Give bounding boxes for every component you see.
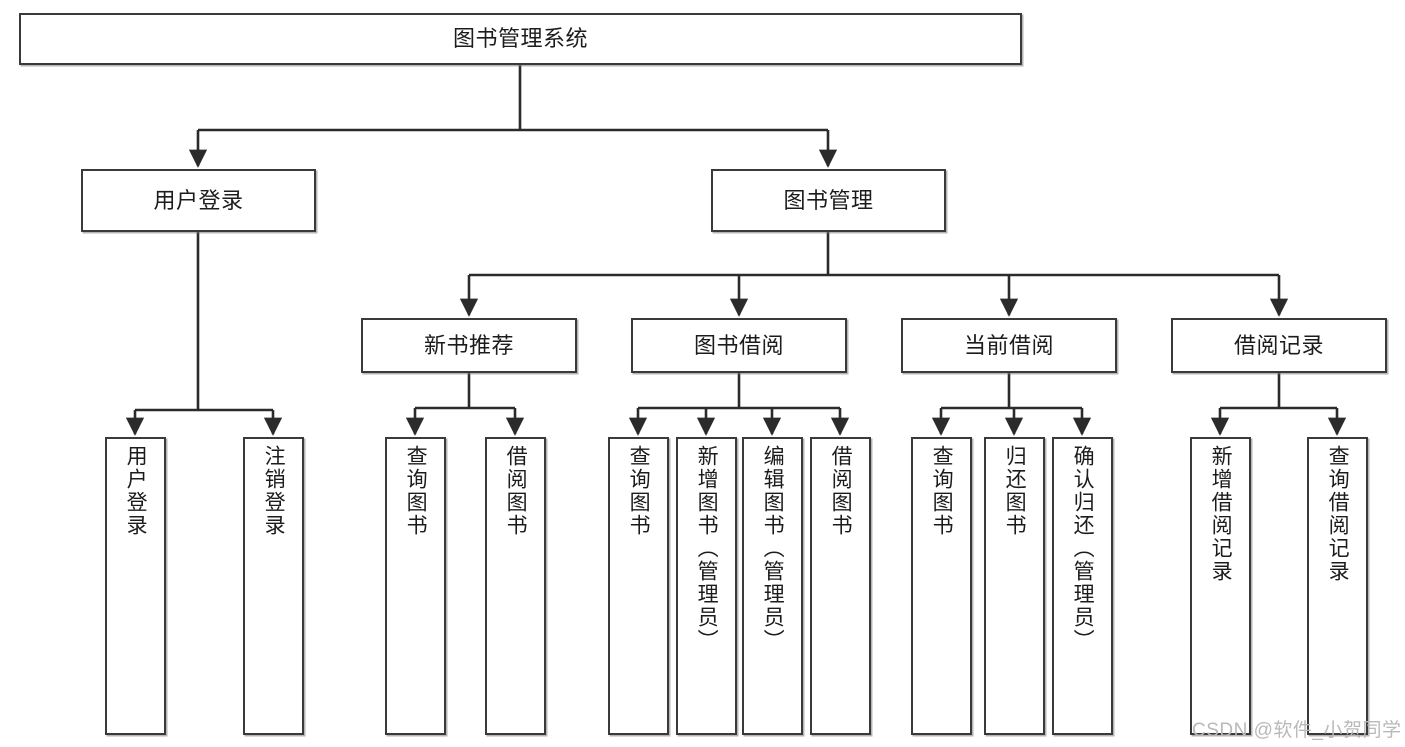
node-leaf-add-record[interactable]: 新增借阅记录 xyxy=(1190,437,1251,735)
node-leaf-user-login-label: 用户登录 xyxy=(124,445,148,537)
node-leaf-borrow-book-1-label: 借阅图书 xyxy=(504,445,528,537)
node-leaf-user-logout[interactable]: 注销登录 xyxy=(243,437,304,735)
node-user-login[interactable]: 用户登录 xyxy=(81,169,316,232)
node-leaf-query-book-1-label: 查询图书 xyxy=(404,445,428,537)
node-leaf-query-book-3-label: 查询图书 xyxy=(930,445,954,537)
node-book-borrow[interactable]: 图书借阅 xyxy=(631,318,847,373)
node-borrow-record[interactable]: 借阅记录 xyxy=(1171,318,1387,373)
node-leaf-confirm-return[interactable]: 确认归还（管理员） xyxy=(1052,437,1113,735)
node-leaf-edit-book[interactable]: 编辑图书（管理员） xyxy=(742,437,803,735)
node-leaf-borrow-book-2[interactable]: 借阅图书 xyxy=(810,437,871,735)
node-root[interactable]: 图书管理系统 xyxy=(19,13,1022,65)
node-root-label: 图书管理系统 xyxy=(452,26,588,52)
node-book-manage-label: 图书管理 xyxy=(783,187,874,213)
node-leaf-query-record-label: 查询借阅记录 xyxy=(1326,445,1350,583)
node-leaf-user-login[interactable]: 用户登录 xyxy=(105,437,166,735)
node-borrow-record-label: 借阅记录 xyxy=(1233,332,1324,358)
node-leaf-query-book-2-label: 查询图书 xyxy=(627,445,651,537)
node-book-manage[interactable]: 图书管理 xyxy=(711,169,946,232)
node-leaf-query-book-3[interactable]: 查询图书 xyxy=(911,437,972,735)
node-leaf-return-book-label: 归还图书 xyxy=(1003,445,1027,537)
node-leaf-edit-book-label: 编辑图书（管理员） xyxy=(761,445,785,652)
node-user-login-label: 用户登录 xyxy=(153,187,244,213)
node-current-borrow[interactable]: 当前借阅 xyxy=(901,318,1117,373)
node-book-borrow-label: 图书借阅 xyxy=(693,332,784,358)
node-new-book-recommend[interactable]: 新书推荐 xyxy=(361,318,577,373)
node-leaf-query-book-2[interactable]: 查询图书 xyxy=(608,437,669,735)
node-leaf-borrow-book-2-label: 借阅图书 xyxy=(829,445,853,537)
node-leaf-add-book[interactable]: 新增图书（管理员） xyxy=(676,437,737,735)
node-leaf-return-book[interactable]: 归还图书 xyxy=(984,437,1045,735)
node-leaf-user-logout-label: 注销登录 xyxy=(262,445,286,537)
node-current-borrow-label: 当前借阅 xyxy=(963,332,1054,358)
node-leaf-confirm-return-label: 确认归还（管理员） xyxy=(1071,445,1095,652)
node-leaf-add-record-label: 新增借阅记录 xyxy=(1209,445,1233,583)
node-new-book-recommend-label: 新书推荐 xyxy=(423,332,514,358)
node-leaf-query-record[interactable]: 查询借阅记录 xyxy=(1307,437,1368,735)
node-leaf-borrow-book-1[interactable]: 借阅图书 xyxy=(485,437,546,735)
node-leaf-query-book-1[interactable]: 查询图书 xyxy=(385,437,446,735)
node-leaf-add-book-label: 新增图书（管理员） xyxy=(695,445,719,652)
